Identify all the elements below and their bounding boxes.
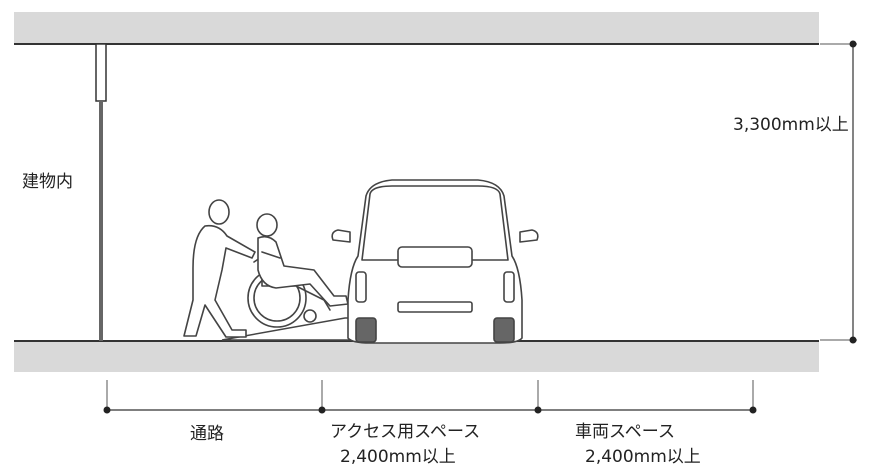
access-width-label: 2,400mm以上	[340, 447, 456, 467]
wheelchair-user-figure	[247, 213, 349, 328]
interior-label: 建物内	[22, 172, 73, 192]
ceiling-slab	[14, 12, 819, 44]
passage-label: 通路	[190, 424, 224, 444]
caregiver-figure	[183, 199, 256, 338]
height-label: 3,300mm以上	[733, 115, 849, 135]
height-dimension-line	[820, 40, 857, 344]
width-dimension-line	[103, 380, 757, 414]
floor-slab	[14, 341, 819, 372]
vehicle-width-label: 2,400mm以上	[585, 447, 701, 467]
vehicle-space-label: 車両スペース	[575, 422, 675, 442]
vehicle-rear-view	[331, 179, 539, 344]
building-pole	[95, 43, 107, 341]
access-space-label: アクセス用スペース	[330, 422, 481, 442]
